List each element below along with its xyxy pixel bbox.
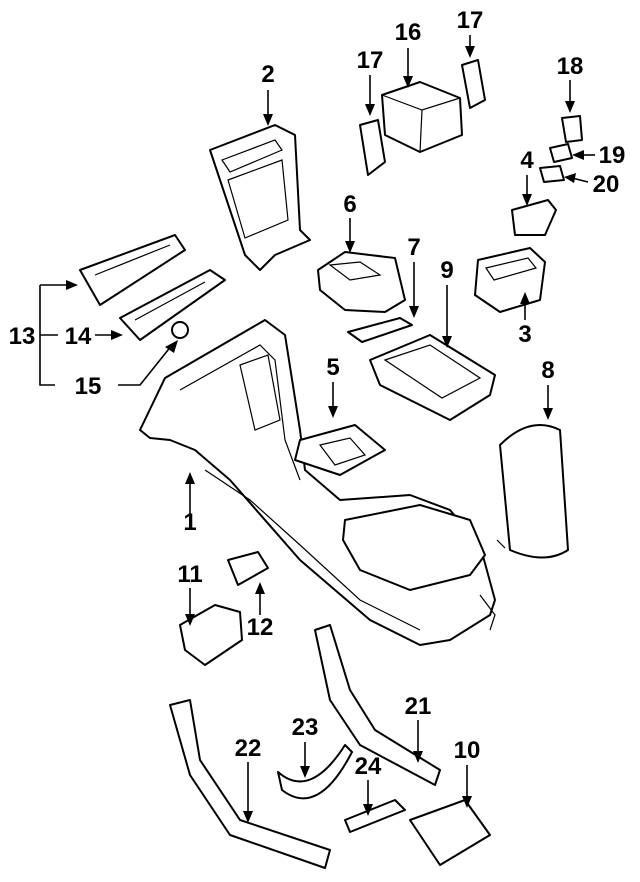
callout-20: 20 (593, 171, 620, 198)
callout-15: 15 (75, 373, 102, 400)
bracket-left-part (359, 119, 386, 176)
callout-6: 6 (343, 191, 356, 218)
callout-17-right: 17 (457, 7, 484, 34)
callout-16: 16 (395, 19, 422, 46)
armrest-lid-part (496, 424, 569, 559)
callout-8: 8 (541, 357, 554, 384)
callout-3: 3 (518, 321, 531, 348)
small-panel-part (347, 317, 413, 343)
side-rail-left-part (169, 699, 331, 869)
callout-10: 10 (454, 737, 481, 764)
callout-2: 2 (261, 61, 274, 88)
storage-tray-part (369, 334, 496, 421)
side-rail-right-part (314, 624, 441, 786)
small-bracket-part (344, 799, 406, 833)
callout-5: 5 (326, 354, 339, 381)
shift-boot-part (317, 251, 406, 313)
callout-18: 18 (557, 53, 584, 80)
bracket-right-part (461, 59, 486, 109)
bezel-trim-part (209, 124, 311, 271)
lower-tray-part (179, 551, 269, 666)
callout-13: 13 (9, 323, 36, 350)
rear-tray-part (409, 799, 491, 866)
callout-4: 4 (520, 147, 534, 174)
module-box-part (381, 81, 463, 153)
cup-holder-part (474, 247, 546, 313)
callout-9: 9 (440, 257, 453, 284)
console-body-part (139, 319, 496, 646)
callout-24: 24 (355, 753, 382, 780)
callout-14: 14 (65, 323, 92, 350)
callout-12: 12 (247, 614, 274, 641)
callout-11: 11 (177, 561, 202, 588)
callout-22: 22 (235, 735, 262, 762)
small-tray-part (511, 199, 557, 236)
leader-lines (39, 35, 595, 823)
climate-control-part (79, 234, 226, 341)
lighter-part (539, 115, 583, 183)
callout-19: 19 (599, 142, 626, 169)
curved-bracket-part (277, 744, 353, 800)
callout-labels: 2 3 4 5 6 7 8 9 10 11 12 1 13 14 15 16 1… (9, 7, 626, 780)
callout-23: 23 (292, 714, 319, 741)
callout-21: 21 (405, 693, 432, 720)
callout-7: 7 (407, 234, 420, 261)
callout-17-left: 17 (357, 47, 384, 74)
callout-1: 1 (183, 509, 196, 536)
